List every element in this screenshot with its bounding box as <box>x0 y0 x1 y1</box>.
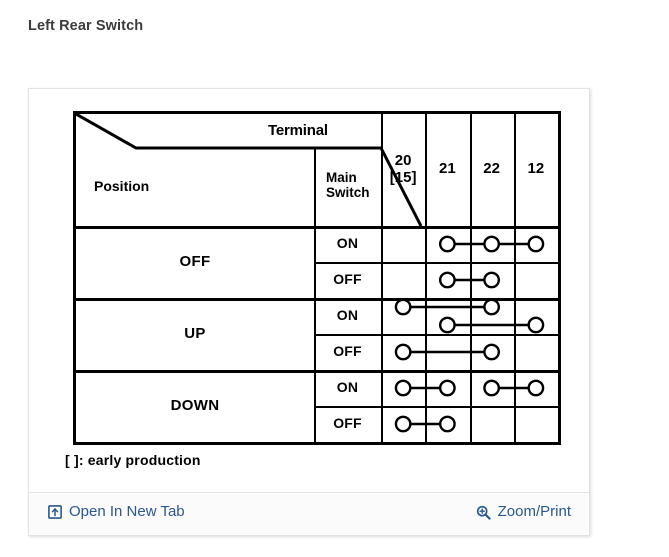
main-switch-state-4: ON <box>336 379 359 395</box>
header-position-label: Position <box>94 178 150 194</box>
terminal-column-header-12: 12 <box>514 160 558 177</box>
table-row-divider <box>314 406 558 408</box>
main-switch-state-1: OFF <box>333 271 362 287</box>
figure-card: Terminal Position Main Switch 20[15] 21 22… <box>28 88 590 536</box>
main-switch-state-0: ON <box>336 235 359 251</box>
table-column-divider <box>314 148 316 442</box>
main-switch-state-5: OFF <box>333 415 362 431</box>
terminal-header-number: 20 <box>394 152 412 169</box>
table-grid <box>76 114 558 442</box>
figure-image-area: Terminal Position Main Switch 20[15] 21 22… <box>29 89 589 493</box>
terminal-header-number: 22 <box>483 160 500 177</box>
terminal-column-header-21: 21 <box>425 160 469 177</box>
table-row-divider <box>76 226 558 229</box>
zoom-print-label: Zoom/Print <box>497 503 571 520</box>
position-label-down: DOWN <box>170 397 220 414</box>
table-column-divider <box>513 114 516 442</box>
open-in-new-tab-button[interactable]: Open In New Tab <box>47 503 185 521</box>
figure-footnote: [ ]: early production <box>65 452 201 468</box>
terminal-column-header-22: 22 <box>470 160 514 177</box>
magnifier-plus-icon <box>476 505 491 520</box>
terminal-column-header-20: 20[15] <box>381 152 425 186</box>
position-label-off: OFF <box>179 253 211 270</box>
zoom-print-button[interactable]: Zoom/Print <box>476 503 571 521</box>
main-switch-state-3: OFF <box>333 343 362 359</box>
header-main-switch-line2: Switch <box>326 185 370 200</box>
table-column-divider <box>381 114 383 442</box>
open-in-new-tab-icon <box>47 505 62 520</box>
table-column-divider <box>425 114 428 442</box>
table-row-divider <box>76 370 558 373</box>
table-row-divider <box>314 334 558 336</box>
header-terminal-label: Terminal <box>268 122 328 139</box>
table-column-divider <box>469 114 472 442</box>
switch-continuity-table: Terminal Position Main Switch 20[15] 21 22… <box>73 111 561 445</box>
open-in-new-tab-label: Open In New Tab <box>69 503 185 520</box>
main-switch-state-2: ON <box>336 307 359 323</box>
table-row-divider <box>314 262 558 264</box>
figure-action-bar: Open In New Tab Zoom/Print <box>29 492 589 535</box>
header-main-switch-line1: Main <box>326 170 357 185</box>
table-row-divider <box>76 298 558 301</box>
terminal-header-number: 21 <box>439 160 456 177</box>
header-main-switch-label: Main Switch <box>326 170 370 200</box>
position-label-up: UP <box>184 325 206 342</box>
page-title: Left Rear Switch <box>28 18 144 34</box>
terminal-header-alt-number: [15] <box>389 169 417 186</box>
terminal-header-number: 12 <box>527 160 545 177</box>
